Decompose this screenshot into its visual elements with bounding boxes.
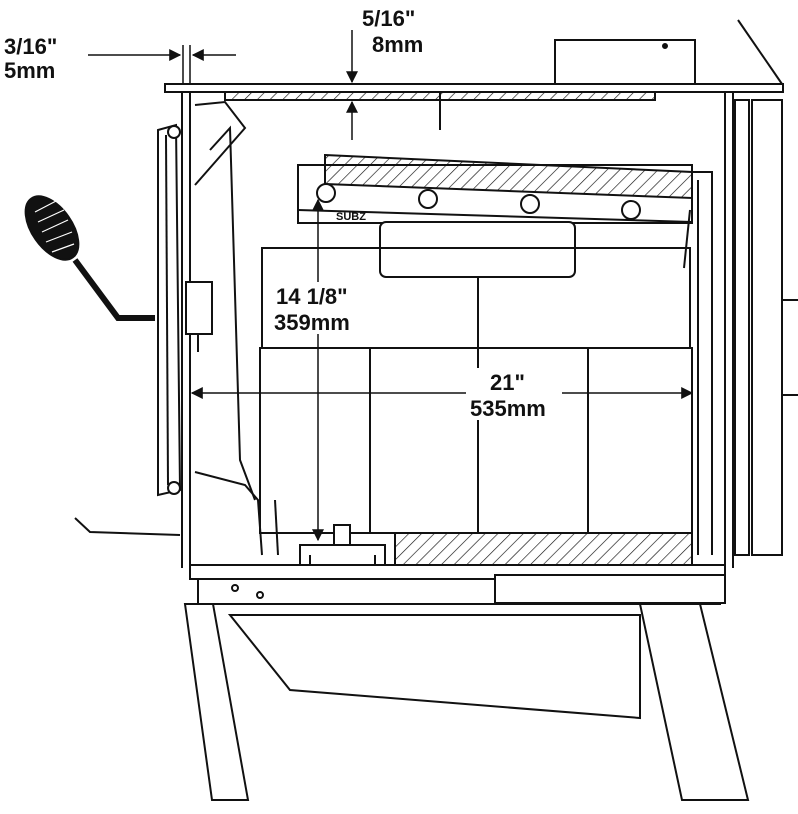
door-gap-dimension xyxy=(88,45,236,84)
air-tube xyxy=(316,183,336,203)
air-tube xyxy=(621,200,641,220)
air-tube xyxy=(418,189,438,209)
legs xyxy=(183,603,750,801)
hearth-brick xyxy=(394,532,693,566)
door-gap-metric-label: 5mm xyxy=(4,58,55,83)
door xyxy=(157,123,213,497)
firebox-depth-metric-label: 359mm xyxy=(274,310,350,335)
baffle-stamp: SUBZ xyxy=(336,211,366,223)
door-latch xyxy=(185,281,213,335)
firebox-width-metric-label: 535mm xyxy=(470,396,546,421)
flue-collar-rivet xyxy=(662,43,668,49)
baffle-assembly xyxy=(297,153,693,348)
baffle-bracket xyxy=(379,221,576,278)
top-plate xyxy=(164,83,784,130)
ash-lip xyxy=(74,517,181,536)
rear-heat-shield xyxy=(734,99,798,556)
flue-collar xyxy=(554,39,696,85)
firebox-depth-imperial-label: 14 1/8" xyxy=(276,284,348,309)
rear-edge-line xyxy=(737,19,783,85)
firebox-width-imperial-label: 21" xyxy=(490,370,525,395)
ash-drawer xyxy=(227,614,641,720)
stove-base xyxy=(189,564,726,605)
door-gap-imperial-label: 3/16" xyxy=(4,34,57,59)
air-tube xyxy=(520,194,540,214)
top-gap-imperial-label: 5/16" xyxy=(362,6,415,31)
air-channel xyxy=(194,100,279,556)
door-handle xyxy=(24,195,155,321)
top-gap-metric-label: 8mm xyxy=(372,32,423,57)
right-inner-shield xyxy=(683,171,713,555)
